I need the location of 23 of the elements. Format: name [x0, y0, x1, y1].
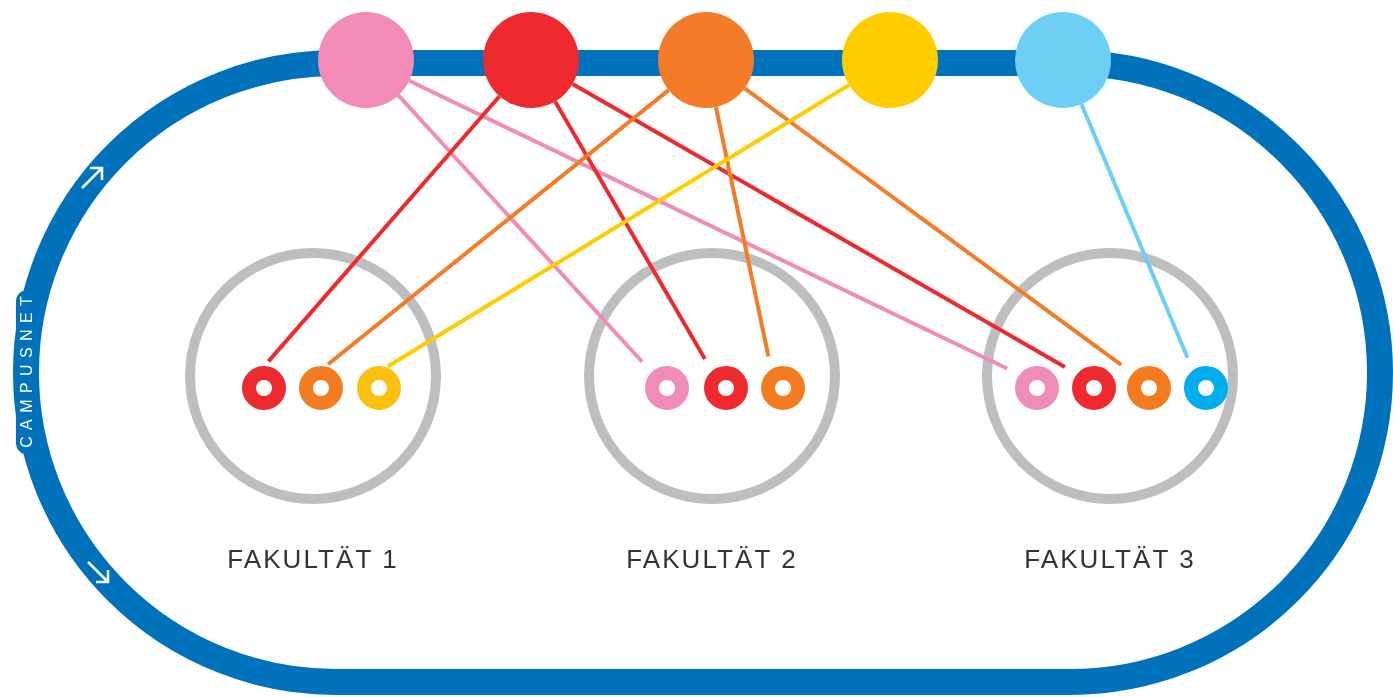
connector-line — [553, 100, 707, 360]
ring-node — [1015, 366, 1059, 410]
ring-node — [242, 366, 286, 410]
ring-node — [1072, 366, 1116, 410]
connector-line — [713, 106, 771, 357]
faculty-label: FAKULTÄT 2 — [626, 543, 798, 576]
faculty-label: FAKULTÄT 3 — [1024, 543, 1196, 576]
connector-line — [396, 94, 644, 364]
connector-line — [1079, 103, 1190, 359]
faculty-label: FAKULTÄT 1 — [227, 543, 399, 576]
connector-line — [571, 82, 1066, 369]
ring-node — [761, 366, 805, 410]
ring-node — [1184, 366, 1228, 410]
connector-line — [743, 86, 1123, 367]
ring-node — [1127, 366, 1171, 410]
ring-node — [299, 366, 343, 410]
connector-line — [408, 79, 1009, 371]
connector-line — [386, 83, 851, 369]
connector-line — [266, 94, 501, 363]
ring-node — [357, 366, 401, 410]
ring-node — [704, 366, 748, 410]
connector-line — [326, 88, 670, 366]
ring-node — [645, 366, 689, 410]
